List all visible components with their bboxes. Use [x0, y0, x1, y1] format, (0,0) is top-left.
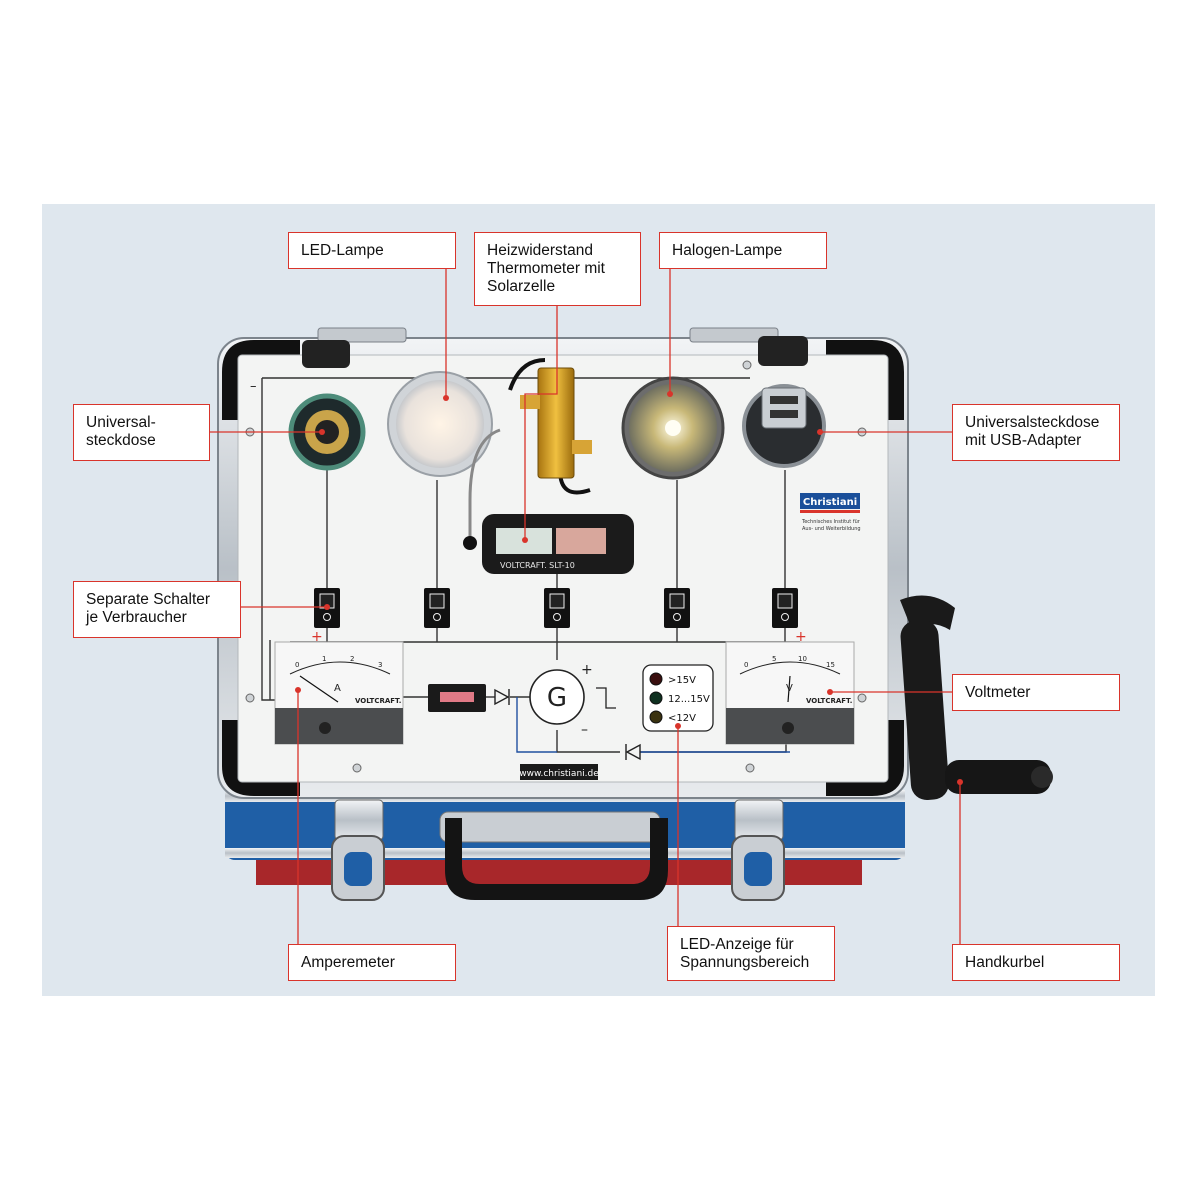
ammeter-unit: A	[334, 683, 341, 694]
switch-2	[424, 588, 450, 628]
callout-led-anzeige: LED-Anzeige für Spannungsbereich	[667, 926, 835, 981]
voltmeter: 0 5 10 15 V VOLTCRAFT.	[725, 641, 855, 745]
brand-name: Christiani	[803, 497, 857, 508]
carry-handle	[439, 811, 668, 900]
institute-line-2: Aus- und Weiterbildung	[802, 526, 861, 532]
generator-letter: G	[547, 683, 567, 713]
callout-handkurbel: Handkurbel	[952, 944, 1120, 981]
ammeter-scale-3: 3	[378, 661, 382, 669]
ammeter-scale-2: 2	[350, 655, 354, 663]
switch-5	[772, 588, 798, 628]
generator-symbol: G + –	[529, 662, 616, 738]
voltmeter-scale-1: 5	[772, 655, 776, 663]
callout-universal-steckdose: Universal- steckdose	[73, 404, 210, 461]
usb-socket	[742, 336, 826, 468]
thermometer-label: VOLTCRAFT. SLT-10	[500, 561, 575, 570]
switch-4	[664, 588, 690, 628]
ammeter: 0 1 2 3 A VOLTCRAFT.	[274, 641, 404, 745]
led-level-mid: 12...15V	[668, 694, 710, 705]
fuse-holder	[428, 684, 486, 712]
diode-2	[625, 743, 641, 761]
voltmeter-plus: +	[795, 629, 807, 645]
diode-1	[494, 688, 510, 706]
led-level-low: <12V	[668, 713, 696, 724]
led-level-high: >15V	[668, 675, 696, 686]
callout-voltmeter: Voltmeter	[952, 674, 1120, 711]
website-strip: www.christiani.de	[519, 764, 599, 780]
ammeter-brand: VOLTCRAFT.	[355, 697, 401, 705]
callout-amperemeter: Amperemeter	[288, 944, 456, 981]
halogen-lamp	[621, 376, 725, 480]
callout-universal-usb: Universalsteckdose mit USB-Adapter	[952, 404, 1120, 461]
ammeter-scale-0: 0	[295, 661, 299, 669]
ammeter-scale-1: 1	[322, 655, 326, 663]
voltmeter-scale-0: 0	[744, 661, 748, 669]
led-indicator: >15V 12...15V <12V	[642, 664, 714, 732]
solar-thermometer: VOLTCRAFT. SLT-10	[482, 514, 634, 574]
voltmeter-unit: V	[786, 683, 793, 694]
voltmeter-scale-3: 15	[826, 661, 835, 669]
callout-halogen-lampe: Halogen-Lampe	[659, 232, 827, 269]
latch-left	[331, 799, 385, 901]
ammeter-plus: +	[311, 629, 323, 645]
led-lamp	[387, 371, 493, 477]
hand-crank	[900, 595, 1053, 801]
voltmeter-brand: VOLTCRAFT.	[806, 697, 852, 705]
switch-3	[544, 588, 570, 628]
generator-minus: –	[581, 722, 588, 738]
universal-socket-left	[288, 340, 366, 471]
rail-minus-label: –	[250, 379, 257, 394]
institute-line-1: Technisches Institut für	[801, 519, 861, 525]
latch-right	[731, 799, 785, 901]
website-text: www.christiani.de	[519, 769, 599, 779]
brand-logo: Christiani Technisches Institut für Aus-…	[800, 493, 861, 532]
callout-led-lampe: LED-Lampe	[288, 232, 456, 269]
generator-plus: +	[581, 662, 593, 678]
callout-heizwiderstand: Heizwiderstand Thermometer mit Solarzell…	[474, 232, 641, 306]
heating-resistor	[463, 358, 592, 550]
voltmeter-scale-2: 10	[798, 655, 807, 663]
callout-separate-schalter: Separate Schalter je Verbraucher	[73, 581, 241, 638]
